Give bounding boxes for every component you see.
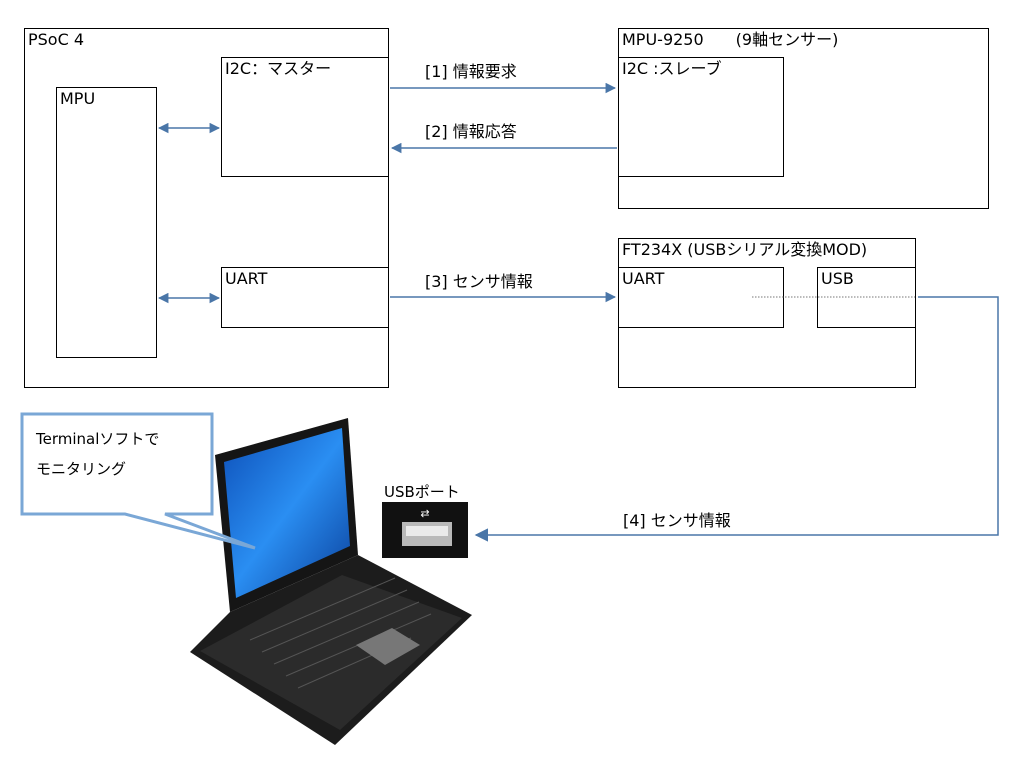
usb-port-label: USBポート (384, 483, 460, 501)
uart-psoc-block: UART (221, 267, 389, 328)
callout-text-line1: Terminalソフトで (36, 430, 160, 448)
mpu-label: MPU (60, 89, 96, 108)
callout-bubble (20, 412, 256, 550)
laptop-icon (190, 418, 472, 745)
callout-text-line2: モニタリング (36, 460, 127, 478)
message-4-label: [4] センサ情報 (623, 511, 731, 530)
i2c-master-label: I2C：マスター (225, 59, 332, 78)
message-2-label: [2] 情報応答 (425, 122, 517, 141)
usb-ft-block: USB (817, 267, 916, 328)
svg-text:⇄: ⇄ (420, 507, 429, 520)
uart-psoc-label: UART (225, 269, 268, 288)
message-1-label: [1] 情報要求 (425, 62, 517, 81)
ft234x-title: FT234X (USBシリアル変換MOD) (622, 240, 868, 259)
i2c-slave-label: I2C :スレーブ (622, 59, 722, 78)
message-3-label: [3] センサ情報 (425, 272, 533, 291)
mpu9250-title: MPU-9250 (9軸センサー) (622, 30, 839, 49)
mpu-block: MPU (56, 87, 157, 358)
i2c-slave-block: I2C :スレーブ (618, 57, 784, 177)
usb-port-icon: ⇄ (382, 502, 468, 558)
usb-ft-label: USB (821, 269, 854, 288)
usb-cable-line (474, 296, 999, 542)
i2c-master-block: I2C：マスター (221, 57, 389, 177)
uart-ft-label: UART (622, 269, 665, 288)
psoc4-block: PSoC 4 (24, 28, 389, 388)
psoc4-title: PSoC 4 (28, 30, 85, 49)
